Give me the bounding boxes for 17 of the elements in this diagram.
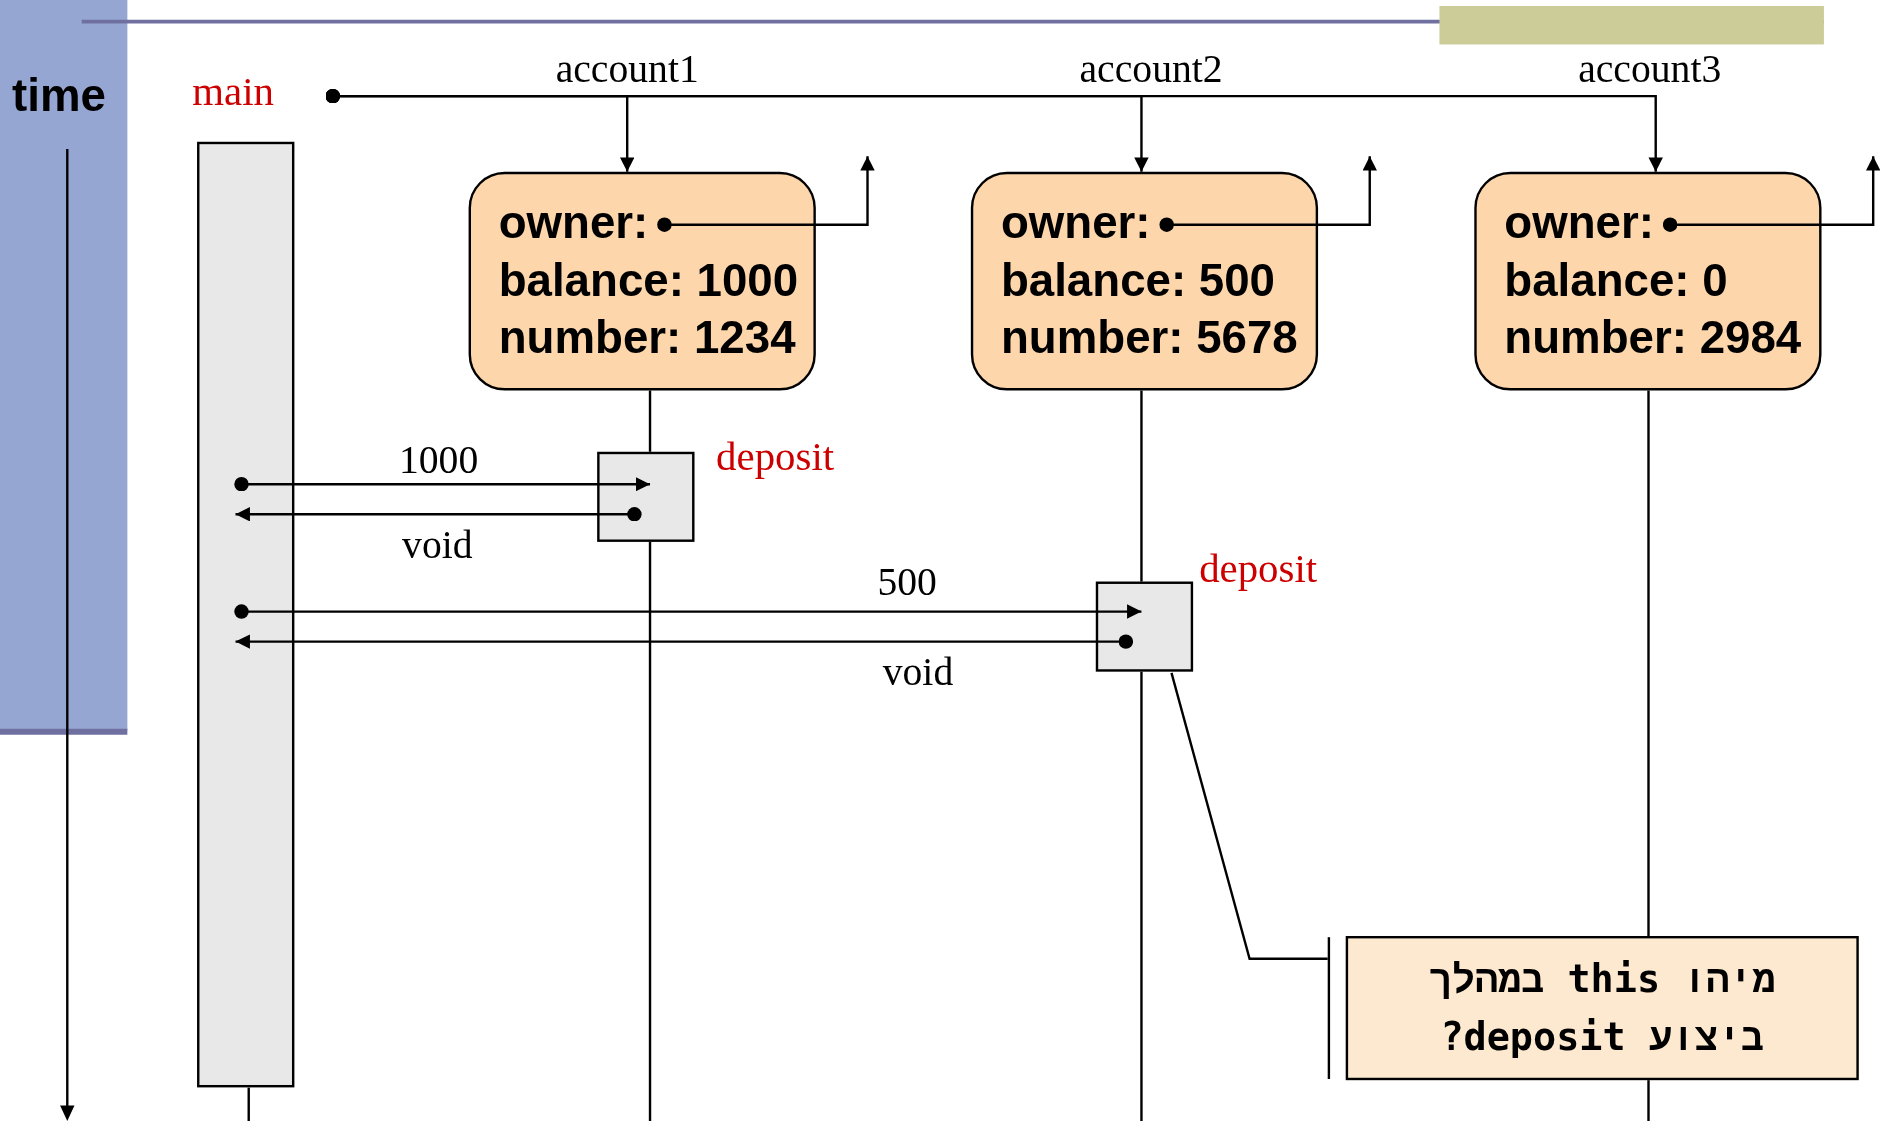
field-text: owner: — [1504, 196, 1654, 249]
field-text: balance: 1000 — [498, 253, 799, 307]
note-box: מיהו this במהלך ביצוע deposit? — [1345, 936, 1859, 1081]
field-text: number: 5678 — [1000, 311, 1298, 365]
object-box — [468, 171, 816, 391]
method-label: deposit — [1199, 544, 1318, 593]
field-text: number: 2984 — [1504, 311, 1802, 365]
field-text: owner: — [498, 196, 649, 249]
object-box — [1474, 171, 1822, 391]
lifeline-label: main — [192, 67, 274, 115]
object-box — [970, 171, 1319, 391]
method-label: deposit — [716, 432, 835, 481]
axis-label: time — [12, 69, 106, 122]
field-text: balance: 0 — [1504, 253, 1728, 307]
field-text: balance: 500 — [1000, 253, 1275, 307]
field-text: number: 1234 — [498, 311, 796, 365]
field-text: owner: — [1000, 196, 1151, 249]
